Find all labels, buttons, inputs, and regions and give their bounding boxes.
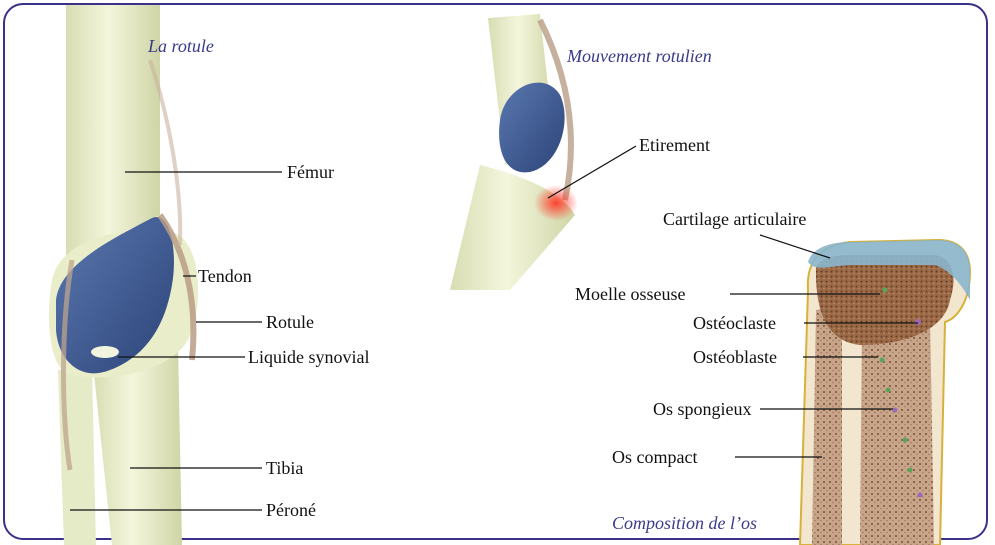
label-articular-cartilage: Cartilage articulaire — [663, 210, 806, 228]
knee-front-illustration — [49, 5, 198, 545]
bent-knee-illustration — [450, 14, 578, 290]
label-bone-marrow: Moelle osseuse — [575, 285, 685, 303]
label-stretch: Etirement — [639, 136, 710, 154]
osteoblast-dot — [886, 388, 891, 393]
osteoclast-dot — [893, 408, 898, 413]
label-compact-bone: Os compact — [612, 448, 697, 466]
osteoblast-dot — [883, 288, 888, 293]
osteoclast-dot — [918, 493, 923, 498]
label-fibula: Péroné — [266, 501, 316, 519]
label-spongy-bone: Os spongieux — [653, 400, 752, 418]
cartilage-leader — [760, 235, 830, 258]
bent-tibia-shape — [450, 165, 575, 290]
stretch-leader — [548, 146, 636, 198]
title-knee: La rotule — [148, 37, 214, 55]
osteoblast-dot — [880, 358, 885, 363]
compact-bone-shape — [812, 305, 842, 545]
bone-composition-illustration — [800, 240, 970, 545]
spongy-bone-shape — [860, 315, 934, 545]
label-osteoblast: Ostéoblaste — [693, 348, 777, 366]
label-synovial-fluid: Liquide synovial — [248, 348, 369, 366]
label-patella: Rotule — [266, 313, 314, 331]
stretch-highlight — [534, 185, 578, 221]
label-tendon: Tendon — [198, 267, 252, 285]
osteoclast-dot — [915, 319, 921, 325]
title-bone-composition: Composition de l’os — [612, 514, 757, 532]
label-femur: Fémur — [287, 163, 334, 181]
osteoblast-dot — [903, 438, 908, 443]
label-osteoclast: Ostéoclaste — [693, 314, 776, 332]
synovial-spot — [91, 346, 119, 358]
title-movement: Mouvement rotulien — [567, 47, 712, 65]
label-tibia: Tibia — [266, 459, 303, 477]
osteoblast-dot — [908, 468, 913, 473]
